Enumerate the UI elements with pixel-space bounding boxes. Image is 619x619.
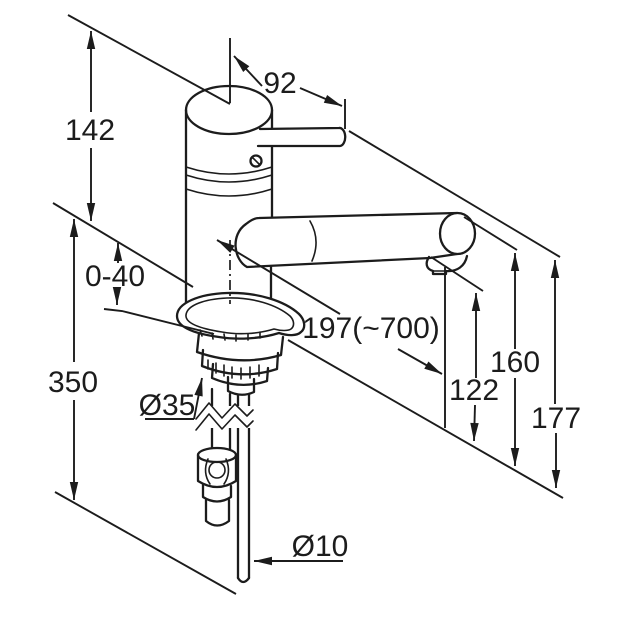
ext-line-spout-top <box>463 216 518 251</box>
dimension-annotations: 142 92 0-40 350 Ø35 197(~700) <box>48 14 581 595</box>
dimension-label-122: 122 <box>449 374 499 407</box>
union-nut-body <box>196 453 238 489</box>
set-screw <box>249 154 263 168</box>
faucet-illustration <box>175 84 477 584</box>
mounting-locknut <box>200 348 280 376</box>
dimension-label-160: 160 <box>490 346 540 379</box>
dimension-160: 160 <box>490 253 540 466</box>
dimension-label-92: 92 <box>263 67 296 100</box>
hose-right-end <box>236 576 251 584</box>
dim-197-arrow-right <box>397 348 443 375</box>
connector-ring <box>201 483 233 503</box>
break-gap <box>194 406 256 428</box>
spout <box>234 211 459 269</box>
dimension-122: 122 <box>449 293 499 442</box>
spout-end-face <box>438 211 477 256</box>
ext-line-handle-top <box>348 130 561 258</box>
ext-line-body-top <box>67 14 231 105</box>
base-plate-inner-ring <box>185 297 295 335</box>
dim-122-arrow-down <box>470 404 479 442</box>
dimension-o10: Ø10 <box>254 530 349 566</box>
dim-92-arrow-left <box>233 55 263 87</box>
dimension-142: 142 <box>65 31 115 221</box>
aerator-outlet <box>425 254 469 276</box>
dimension-label-142: 142 <box>65 114 115 147</box>
dimension-197: 197(~700) <box>216 239 443 375</box>
dimension-label-o10: Ø10 <box>292 530 349 563</box>
dimension-label-o35: Ø35 <box>139 389 196 422</box>
set-screw-slot <box>252 157 260 165</box>
dimension-o35: Ø35 <box>139 377 203 422</box>
dimension-0-40: 0-40 <box>85 243 145 305</box>
reference-lines <box>52 14 564 595</box>
connector-tip <box>204 498 231 527</box>
body-seam-lines <box>185 166 273 197</box>
dimension-label-177: 177 <box>531 402 581 435</box>
dimension-177: 177 <box>531 260 581 488</box>
union-nut-top <box>196 446 238 464</box>
locknut-knurling <box>207 359 260 380</box>
ext-line-counter-underside <box>103 308 215 335</box>
threaded-shank <box>210 362 270 386</box>
dimension-350: 350 <box>48 219 98 500</box>
union-nut-detail <box>208 461 226 479</box>
dim-o35-leader <box>193 377 203 420</box>
spout-joint-seam <box>309 220 317 262</box>
ext-line-counter-left <box>52 202 194 288</box>
dimension-label-0-40: 0-40 <box>85 260 145 293</box>
dim-197-arrow-left <box>216 239 341 315</box>
base-plate <box>175 291 306 340</box>
dim-92-arrow-right <box>299 87 343 107</box>
ext-line-outlet <box>430 256 484 292</box>
dimension-92: 92 <box>233 55 343 107</box>
dimension-label-350: 350 <box>48 366 98 399</box>
lever-handle <box>256 126 347 148</box>
body-top-cap <box>184 84 274 136</box>
ext-line-hose-bottom <box>54 491 237 595</box>
dimension-label-197: 197(~700) <box>302 312 440 345</box>
shank-stub <box>226 375 256 396</box>
union-nut-flats <box>204 458 230 485</box>
base-plate-texture <box>199 329 261 342</box>
break-symbol-upper <box>195 402 254 420</box>
break-symbol-lower <box>195 413 254 431</box>
ext-line-counter-right <box>287 339 564 499</box>
